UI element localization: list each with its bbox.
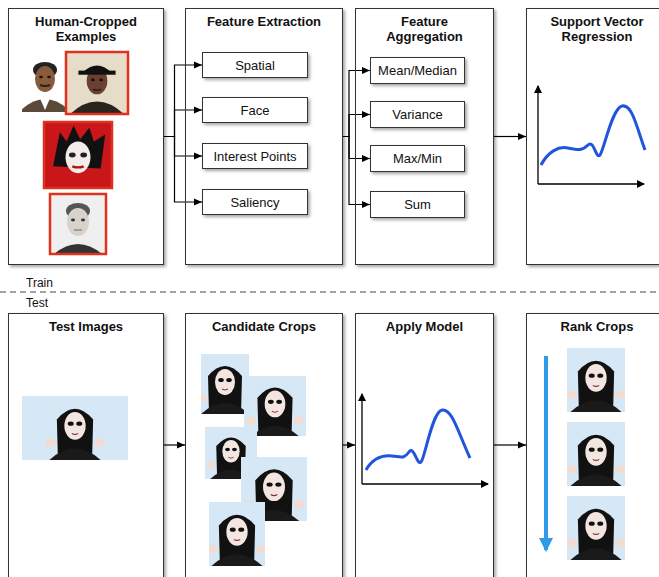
stage-heading: Apply Model xyxy=(356,314,493,334)
chart-axis xyxy=(538,183,644,184)
box-label: Max/Min xyxy=(393,151,442,166)
box-label: Variance xyxy=(392,107,442,122)
ranked-crop xyxy=(564,496,628,560)
example-photo xyxy=(66,52,128,114)
ranked-crop xyxy=(564,422,628,486)
flow-arrow xyxy=(164,137,202,203)
candidate-crop xyxy=(205,502,269,566)
chart-axis xyxy=(537,86,538,184)
regression-curve xyxy=(541,106,645,165)
process-box: Variance xyxy=(370,101,465,128)
process-box: Sum xyxy=(370,191,465,218)
section-label: Train xyxy=(26,276,53,290)
stage-heading: Rank Crops xyxy=(527,314,659,334)
example-photo xyxy=(44,121,112,189)
model-curve xyxy=(366,410,470,470)
chart-axis xyxy=(362,483,488,484)
stage-heading: Feature Extraction xyxy=(186,9,342,29)
flow-arrow xyxy=(164,444,185,445)
stage-panel: SpatialFaceInterest PointsSaliency Featur… xyxy=(185,8,343,265)
chart-axis xyxy=(361,394,362,484)
ranked-crop xyxy=(564,348,628,412)
process-box: Face xyxy=(202,97,308,123)
box-label: Spatial xyxy=(235,58,275,73)
example-photo xyxy=(48,194,108,254)
stage-heading: Feature Aggregation xyxy=(356,9,493,44)
flow-arrow xyxy=(164,65,202,137)
process-box: Interest Points xyxy=(202,143,308,169)
crop-frame xyxy=(66,52,128,114)
flow-arrow xyxy=(343,71,370,137)
process-box: Spatial xyxy=(202,52,308,78)
flow-arrow xyxy=(343,137,370,159)
process-box: Max/Min xyxy=(370,145,465,172)
flow-arrow xyxy=(343,444,355,445)
box-label: Sum xyxy=(404,197,431,212)
process-box: Saliency xyxy=(202,189,308,215)
process-box: Mean/Median xyxy=(370,57,465,84)
stage-panel: Test Images xyxy=(8,313,164,577)
stage-panel: Candidate Crops xyxy=(185,313,343,577)
rank-arrow xyxy=(544,356,548,550)
flow-arrow xyxy=(164,137,202,157)
stage-panel: Mean/MedianVarianceMax/MinSum Feature Agg… xyxy=(355,8,494,265)
stage-heading: Candidate Crops xyxy=(186,314,342,334)
stage-heading: Support Vector Regression xyxy=(527,9,659,44)
flow-arrow xyxy=(343,115,370,137)
stage-heading: Test Images xyxy=(9,314,163,334)
box-label: Mean/Median xyxy=(378,63,457,78)
box-label: Interest Points xyxy=(213,149,296,164)
crop-frame xyxy=(44,122,112,188)
stage-panel: Rank Crops xyxy=(526,313,659,577)
stage-panel: Human-Cropped Examples xyxy=(8,8,164,265)
stage-heading: Human-Cropped Examples xyxy=(9,9,163,44)
train-test-divider xyxy=(0,292,659,293)
flow-arrow xyxy=(494,444,526,445)
test-photo xyxy=(43,396,107,460)
flow-arrow xyxy=(494,136,526,137)
stage-panel: Apply Model xyxy=(355,313,494,577)
box-label: Face xyxy=(241,103,270,118)
flow-arrow xyxy=(343,137,370,205)
flow-arrow xyxy=(164,110,202,137)
section-label: Test xyxy=(26,296,48,310)
test-photo-ground xyxy=(22,396,128,460)
box-label: Saliency xyxy=(230,195,279,210)
crop-frame xyxy=(50,194,106,254)
stage-panel: Support Vector Regression xyxy=(526,8,659,265)
